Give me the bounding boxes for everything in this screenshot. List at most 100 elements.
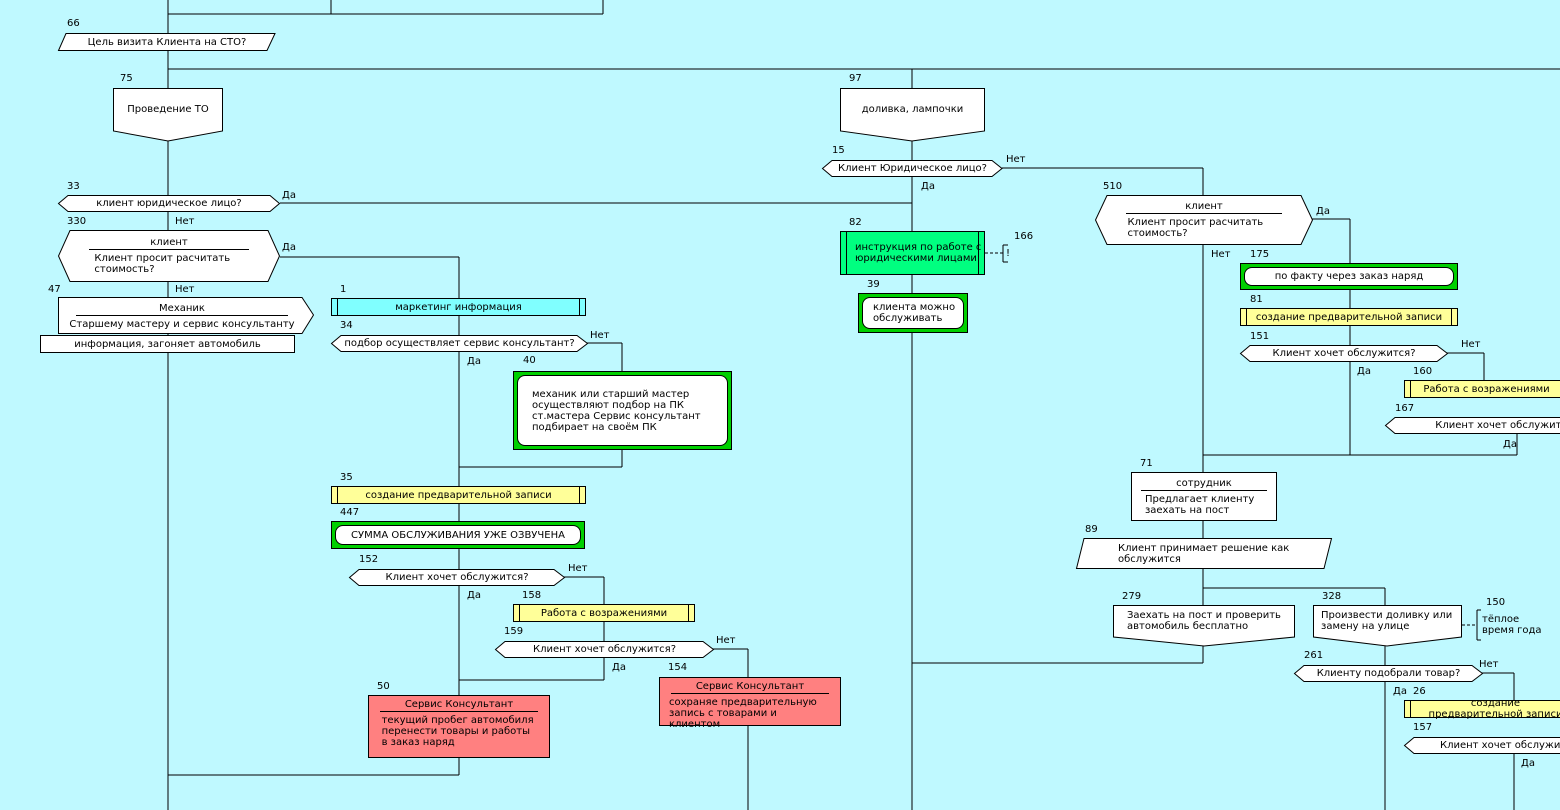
- node-47-output[interactable]: информация, загоняет автомобиль: [40, 335, 295, 353]
- node-number-157: 157: [1413, 722, 1433, 733]
- node-510-yes-label: Да: [1316, 206, 1330, 217]
- node-number-175: 175: [1250, 249, 1270, 260]
- node-35-reference[interactable]: создание предварительной записи: [331, 486, 586, 504]
- node-number-33: 33: [67, 181, 80, 192]
- node-number-39: 39: [867, 279, 880, 290]
- node-number-50: 50: [377, 681, 390, 692]
- node-279-process[interactable]: Заехать на пост и проверить автомобиль б…: [1127, 610, 1281, 632]
- node-160-reference[interactable]: Работа с возражениями: [1404, 380, 1560, 398]
- node-39-text: клиента можно обслуживать: [862, 297, 964, 329]
- node-167-decision[interactable]: Клиент хочет обслужится: [1435, 420, 1560, 431]
- node-15-yes-label: Да: [921, 181, 935, 192]
- node-number-150: 150: [1486, 597, 1506, 608]
- node-1-reference[interactable]: маркетинг информация: [331, 298, 586, 316]
- node-50-text: текущий пробег автомобиля перенести това…: [381, 715, 534, 748]
- node-50-action[interactable]: Сервис Консультант текущий пробег автомо…: [368, 695, 550, 758]
- node-175-text: по факту через заказ наряд: [1244, 267, 1454, 286]
- node-number-510: 510: [1103, 181, 1123, 192]
- process-shape-279: [1113, 605, 1295, 647]
- node-330-no-label: Нет: [175, 216, 195, 227]
- node-33-decision[interactable]: клиент юридическое лицо?: [96, 198, 242, 209]
- node-71-action[interactable]: сотрудник Предлагает клиенту заехать на …: [1131, 472, 1277, 521]
- node-number-330: 330: [67, 216, 87, 227]
- node-47-process[interactable]: Механик Старшему мастеру и сервис консул…: [62, 299, 302, 333]
- node-154-text: сохраняе предварительную запись с товара…: [669, 697, 817, 730]
- node-number-81: 81: [1250, 294, 1263, 305]
- node-154-action[interactable]: Сервис Консультант сохраняе предваритель…: [659, 677, 841, 730]
- node-number-82: 82: [849, 217, 862, 228]
- node-150-comment: тёплое время года: [1482, 614, 1542, 636]
- node-166-comment: !: [1006, 248, 1011, 259]
- node-157-decision[interactable]: Клиент хочет обслужится?: [1440, 740, 1560, 751]
- node-26-reference[interactable]: создание предварительной записи: [1404, 698, 1560, 720]
- node-number-154: 154: [668, 662, 688, 673]
- node-447-text: СУММА ОБСЛУЖИВАНИЯ УЖЕ ОЗВУЧЕНА: [335, 525, 581, 545]
- node-152-decision[interactable]: Клиент хочет обслужится?: [385, 572, 529, 583]
- node-330-text: Клиент просит расчитать стоимость?: [94, 253, 231, 275]
- node-510-decision[interactable]: клиент Клиент просит расчитать стоимость…: [1115, 197, 1293, 243]
- io-shape-89: [1075, 538, 1333, 569]
- node-40-action[interactable]: механик или старший мастер осуществляют …: [513, 371, 732, 450]
- node-159-yes-label: Да: [612, 662, 626, 673]
- node-50-header: Сервис Консультант: [379, 699, 539, 712]
- node-number-279: 279: [1122, 591, 1142, 602]
- decision-shape-330: [57, 230, 281, 282]
- node-number-66: 66: [67, 18, 80, 29]
- node-number-151: 151: [1250, 331, 1270, 342]
- node-75-process[interactable]: Проведение ТО: [127, 104, 209, 115]
- node-175-action[interactable]: по факту через заказ наряд: [1240, 263, 1458, 290]
- process-shape-97: [840, 88, 985, 142]
- process-shape-47: [58, 297, 315, 334]
- decision-shape-510: [1094, 195, 1314, 245]
- node-number-158: 158: [522, 590, 542, 601]
- io-shape-66: [57, 33, 276, 51]
- node-66-question[interactable]: Цель визита Клиента на СТО?: [87, 36, 247, 48]
- node-15-decision[interactable]: Клиент Юридическое лицо?: [838, 163, 987, 174]
- decision-shape-167: [1384, 417, 1560, 434]
- decision-shape-261: [1293, 665, 1484, 682]
- node-40-text: механик или старший мастер осуществляют …: [517, 375, 728, 446]
- node-82-reference[interactable]: инструкция по работе с юридическими лица…: [840, 231, 985, 275]
- node-158-reference[interactable]: Работа с возражениями: [513, 604, 695, 622]
- node-510-header: клиент: [1125, 201, 1283, 214]
- node-447-action[interactable]: СУММА ОБСЛУЖИВАНИЯ УЖЕ ОЗВУЧЕНА: [331, 521, 585, 549]
- node-157-yes-label: Да: [1521, 758, 1535, 769]
- decision-shape-15: [821, 160, 1003, 177]
- node-number-75: 75: [120, 73, 133, 84]
- node-39-action[interactable]: клиента можно обслуживать: [858, 293, 968, 333]
- node-97-process[interactable]: доливка, лампочки: [861, 104, 964, 115]
- node-152-yes-label: Да: [467, 590, 481, 601]
- node-261-decision[interactable]: Клиенту подобрали товар?: [1316, 668, 1461, 679]
- node-number-261: 261: [1304, 650, 1324, 661]
- node-number-159: 159: [504, 626, 524, 637]
- node-151-yes-label: Да: [1357, 366, 1371, 377]
- node-152-no-label: Нет: [568, 563, 588, 574]
- node-number-34: 34: [340, 320, 353, 331]
- node-number-447: 447: [340, 507, 360, 518]
- node-47-header: Механик: [76, 303, 288, 316]
- node-330-decision[interactable]: клиент Клиент просит расчитать стоимость…: [78, 233, 260, 279]
- node-81-reference[interactable]: создание предварительной записи: [1240, 308, 1458, 326]
- node-15-no-label: Нет: [1006, 154, 1026, 165]
- node-151-no-label: Нет: [1461, 339, 1481, 350]
- node-34-decision[interactable]: подбор осуществляет сервис консультант?: [344, 338, 575, 349]
- node-number-152: 152: [359, 554, 379, 565]
- node-number-15: 15: [832, 145, 845, 156]
- node-34-yes-label: Да: [467, 356, 481, 367]
- node-328-process[interactable]: Произвести доливку или замену на улице: [1321, 610, 1453, 632]
- decision-shape-152: [348, 569, 566, 586]
- node-151-decision[interactable]: Клиент хочет обслужится?: [1272, 348, 1416, 359]
- node-47-text: Старшему мастеру и сервис консультанту: [69, 318, 295, 330]
- decision-shape-34: [330, 335, 589, 352]
- decision-shape-33: [57, 195, 281, 212]
- node-159-decision[interactable]: Клиент хочет обслужится?: [532, 644, 677, 655]
- decision-shape-159: [494, 641, 715, 658]
- node-number-71: 71: [1140, 458, 1153, 469]
- process-shape-328: [1313, 605, 1462, 647]
- node-number-47: 47: [48, 284, 61, 295]
- node-167-yes-label: Да: [1503, 439, 1517, 450]
- decision-shape-157: [1403, 737, 1560, 754]
- node-33-yes-label: Да: [282, 190, 296, 201]
- node-89-io[interactable]: Клиент принимает решение как обслужится: [1118, 542, 1290, 565]
